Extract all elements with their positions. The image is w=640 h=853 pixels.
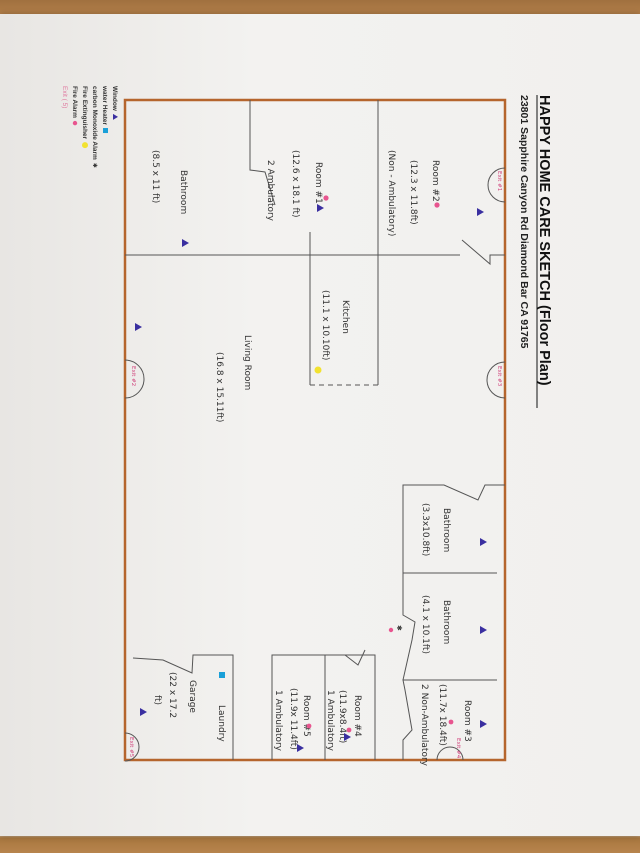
window-icon [480, 538, 487, 546]
legend-water-heater: water Heater [101, 85, 108, 125]
room4-dims: (11.9x8.4ft) [337, 690, 347, 743]
room3-dims: (11.7x 18.4ft) [437, 684, 447, 746]
fire-alarm-icon [434, 202, 440, 208]
extinguisher-icon [82, 142, 88, 149]
water-heater-icon [103, 128, 108, 134]
bathroom2-label: Bathroom [441, 508, 451, 552]
exit-label: Exit #1 [496, 171, 502, 191]
window-icon [297, 744, 304, 752]
window-icon [317, 204, 324, 212]
exit-label: Exit #5 [128, 737, 134, 758]
fire-alarm-icon [448, 719, 454, 725]
legend: Window water Heater carbon Monoxide Alar… [61, 85, 118, 168]
bathroom3-dims: (4.1 x 10.1ft) [420, 595, 430, 654]
legend-window: Window [111, 86, 118, 112]
fire-alarm-icon [388, 627, 394, 633]
fire-alarms [306, 195, 454, 733]
outer-wall [123, 98, 507, 762]
fire-extinguisher-icon [314, 366, 322, 374]
window-icon [480, 720, 487, 728]
exit-door-icon [486, 361, 506, 399]
bathroom3-label: Bathroom [441, 600, 451, 644]
windows [135, 204, 487, 752]
legend-exit: Exit ( 5) [61, 86, 68, 108]
water-heater-icon [219, 672, 225, 678]
legend-extinguisher: Fire Extinguisher [81, 86, 88, 140]
room1-label: Room #1 [313, 162, 323, 204]
room4-type: 1 Ambulatory [325, 690, 335, 752]
laundry-label: Laundry [216, 705, 226, 742]
garage-dims-unit: ft) [152, 695, 162, 705]
room2-type: (Non - Ambulatory) [386, 150, 396, 236]
room5-type: 1 Ambulatory [273, 690, 283, 752]
room3-type: 2 Non-Ambulatory [419, 684, 429, 767]
room1-type: 2 Ambulatory [265, 160, 275, 222]
legend-co-alarm: carbon Monoxide Alarm [91, 86, 98, 160]
bathroom1-label: Bathroom [178, 170, 188, 214]
fire-alarm-icon [306, 723, 312, 729]
exit-door-icon [436, 746, 464, 761]
fire-alarm-icon [346, 727, 352, 733]
room2-label: Room #2 [430, 160, 440, 202]
room2-dims: (12.3 x 11.8ft) [408, 160, 418, 225]
room5-dims: (11.9x 11.4ft) [288, 688, 298, 750]
co-alarm-icon: ✱ [91, 163, 98, 168]
window-icon [140, 708, 147, 716]
exits: Exit #1 Exit #2 Exit #3 Exit #4 Exit #5 [124, 167, 506, 762]
living-room-label: Living Room [242, 335, 252, 390]
bathroom1-dims: (8.5 x 11 ft) [150, 150, 160, 203]
room4-label: Room #4 [352, 695, 362, 737]
fire-alarm-icon [323, 195, 329, 201]
exit-door-icon [124, 732, 140, 762]
living-room-dims: (16.8 x 15.11ft) [214, 352, 224, 422]
room3-label: Room #3 [462, 700, 472, 742]
window-icon [113, 113, 118, 120]
address: 23801 Sapphire Canyon Rd Diamond Bar CA … [518, 95, 530, 349]
room-labels: Room #2 (12.3 x 11.8ft) (Non - Ambulator… [150, 150, 472, 767]
plan-title: HAPPY HOME CARE SKETCH (Floor Plan) [536, 95, 552, 386]
fire-alarm-icon [72, 120, 78, 126]
co-alarm-icon: ✱ [395, 625, 403, 631]
window-icon [344, 733, 351, 741]
legend-fire-alarm: Fire Alarm [71, 86, 78, 118]
garage-label: Garage [187, 680, 197, 713]
kitchen-label: Kitchen [340, 300, 350, 334]
interior-walls [125, 100, 505, 760]
window-icon [477, 208, 484, 216]
exit-door-icon [124, 359, 145, 399]
paper-sheet [0, 14, 640, 836]
window-icon [480, 626, 487, 634]
garage-dims: (22 x 17.2 [167, 672, 177, 718]
exit-label: Exit #2 [130, 366, 136, 386]
bathroom2-dims: (3.3x10.8ft) [420, 503, 430, 556]
exit-door-icon [487, 167, 506, 203]
kitchen-dims: (11.1 x 10.10ft) [320, 290, 330, 360]
exit-label: Exit #4 [455, 738, 461, 759]
room5-label: Room #5 [301, 695, 311, 737]
window-icon [135, 323, 142, 331]
exit-label: Exit #3 [496, 366, 502, 387]
room1-dims: (12.6 x 18.1 ft) [290, 150, 300, 218]
window-icon [182, 239, 189, 247]
